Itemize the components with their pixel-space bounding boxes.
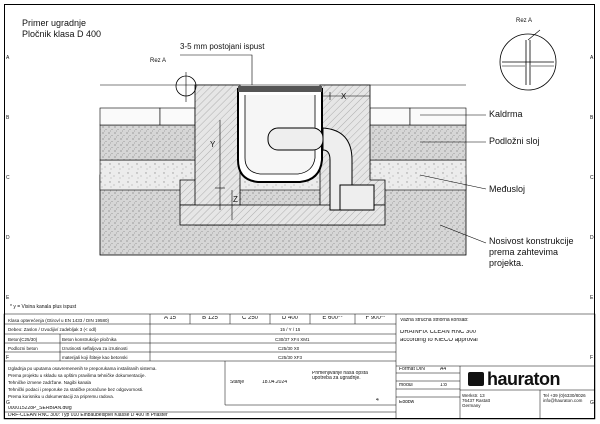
class-b125: B 125 xyxy=(202,316,218,321)
gap-note: 3-5 mm postojani ispust xyxy=(180,42,265,51)
class-f900: F 900** xyxy=(365,316,386,321)
row4-value: C25/30 XF3 xyxy=(278,355,303,360)
grate xyxy=(238,86,322,92)
format-label: Format DIN xyxy=(399,367,425,372)
border-mark-left: C xyxy=(6,175,10,181)
row2-value: C30/37 XF4 XM1 xyxy=(275,337,310,342)
drawing-caption: DRF-CLEAN RNC 300: Typ 010 Einbaubeispie… xyxy=(8,413,168,418)
dim-x: X xyxy=(341,92,347,101)
file-name: 000015228P_SERBIAN.dwg xyxy=(8,406,72,411)
border-mark-left: D xyxy=(6,235,10,241)
approval-note: Važna stručna striorna konsab: xyxy=(400,318,469,323)
border-mark-right: A xyxy=(590,55,594,61)
legal-text: Izgladnja po uputama osavremenenih te pr… xyxy=(8,366,157,371)
border-mark-right: G xyxy=(590,400,594,406)
hauraton-logo: hauraton xyxy=(468,369,561,390)
dim-z: Z xyxy=(233,195,238,204)
scale-label: modul xyxy=(399,383,413,388)
status-label: Stanje xyxy=(230,380,245,385)
dim-y: Y xyxy=(210,140,216,149)
page-number: 4 xyxy=(376,398,379,403)
border-mark-left: F xyxy=(6,355,10,361)
usage-note: Primenjivanje naša opšta upotreba za ugr… xyxy=(312,371,368,381)
class-c250: C 250 xyxy=(241,316,258,321)
row2-label-a: Beton(C25/30) xyxy=(8,337,38,342)
legal-text: Prema korisniku u dokumentaciji za pripr… xyxy=(8,394,115,399)
scale-value: 1:8 xyxy=(440,383,447,388)
sheet-code: E88bw xyxy=(399,400,415,405)
border-mark-right: E xyxy=(590,295,594,301)
border-mark-left: G xyxy=(6,400,10,406)
paver-row xyxy=(99,107,467,126)
layer-bedding: Podložni sloj xyxy=(489,136,540,146)
layer-base: Nosivost konstrukcije prema zahtevima pr… xyxy=(489,236,574,268)
detail-label: Rez A xyxy=(516,18,533,24)
drawing-frame xyxy=(4,4,595,419)
border-mark-left: A xyxy=(6,55,10,61)
drawing-title: Primer ugradnje Pločnik klasa D 400 xyxy=(22,18,102,39)
contact: Tel +39 (0)6330/8026 info@hauraton.com xyxy=(543,393,586,403)
layer-intermediate: Međusloj xyxy=(489,184,526,194)
title-block xyxy=(3,313,596,420)
border-mark-right: D xyxy=(590,235,594,241)
border-mark-left: B xyxy=(6,115,10,121)
row3-value: C25/30 X0 xyxy=(278,346,300,351)
row3-label-b: Izrutinosti seflaljova za izrutinosti xyxy=(62,346,128,351)
status-date: 18.04.2024 xyxy=(262,380,288,385)
class-d400: D 400 xyxy=(281,316,298,321)
row2-label-b: Beton konstrukcije pločnika xyxy=(62,337,117,342)
logo-mark-icon xyxy=(468,372,484,386)
border-mark-right: F xyxy=(590,355,594,361)
class-e600: E 600** xyxy=(322,316,343,321)
footnote: * y = Visina kanala plus ispust xyxy=(10,304,77,310)
border-mark-left: E xyxy=(6,295,10,301)
row3-label-a: Podlozni beton xyxy=(8,346,38,351)
format-value: A4 xyxy=(440,367,447,372)
row1-label: Debeo: Zaslon / Izvodijiv/ zadebljak 3 (… xyxy=(8,327,97,332)
border-mark-right: C xyxy=(590,175,594,181)
cut-label: Rez A xyxy=(150,58,167,64)
class-label: Klasa opterećenja (Gtirovl u EN 1433 / D… xyxy=(8,318,110,323)
product-name: DRAINFIX CLEAN RNC 300 xyxy=(400,330,477,335)
class-a15: A 15 xyxy=(163,316,176,321)
legal-text: Tehnički podaci i preporuke za statičke … xyxy=(8,387,144,392)
address: Werkstr. 13 76437 Rastatt Germany xyxy=(462,393,491,408)
row4-label: materijali koji štiteje kao betonski xyxy=(62,355,128,360)
row1-value: 15 / Y / 15 xyxy=(280,327,301,332)
legal-text: Prema projektu u skladu sa opštim pravil… xyxy=(8,373,146,378)
border-mark-right: B xyxy=(590,115,594,121)
layer-paving: Kaldrma xyxy=(489,109,523,119)
approval-ref: according to KIECO approval xyxy=(400,338,478,343)
legal-text: Tehničke izmene zadržane. Nagibi kanala xyxy=(8,380,92,385)
